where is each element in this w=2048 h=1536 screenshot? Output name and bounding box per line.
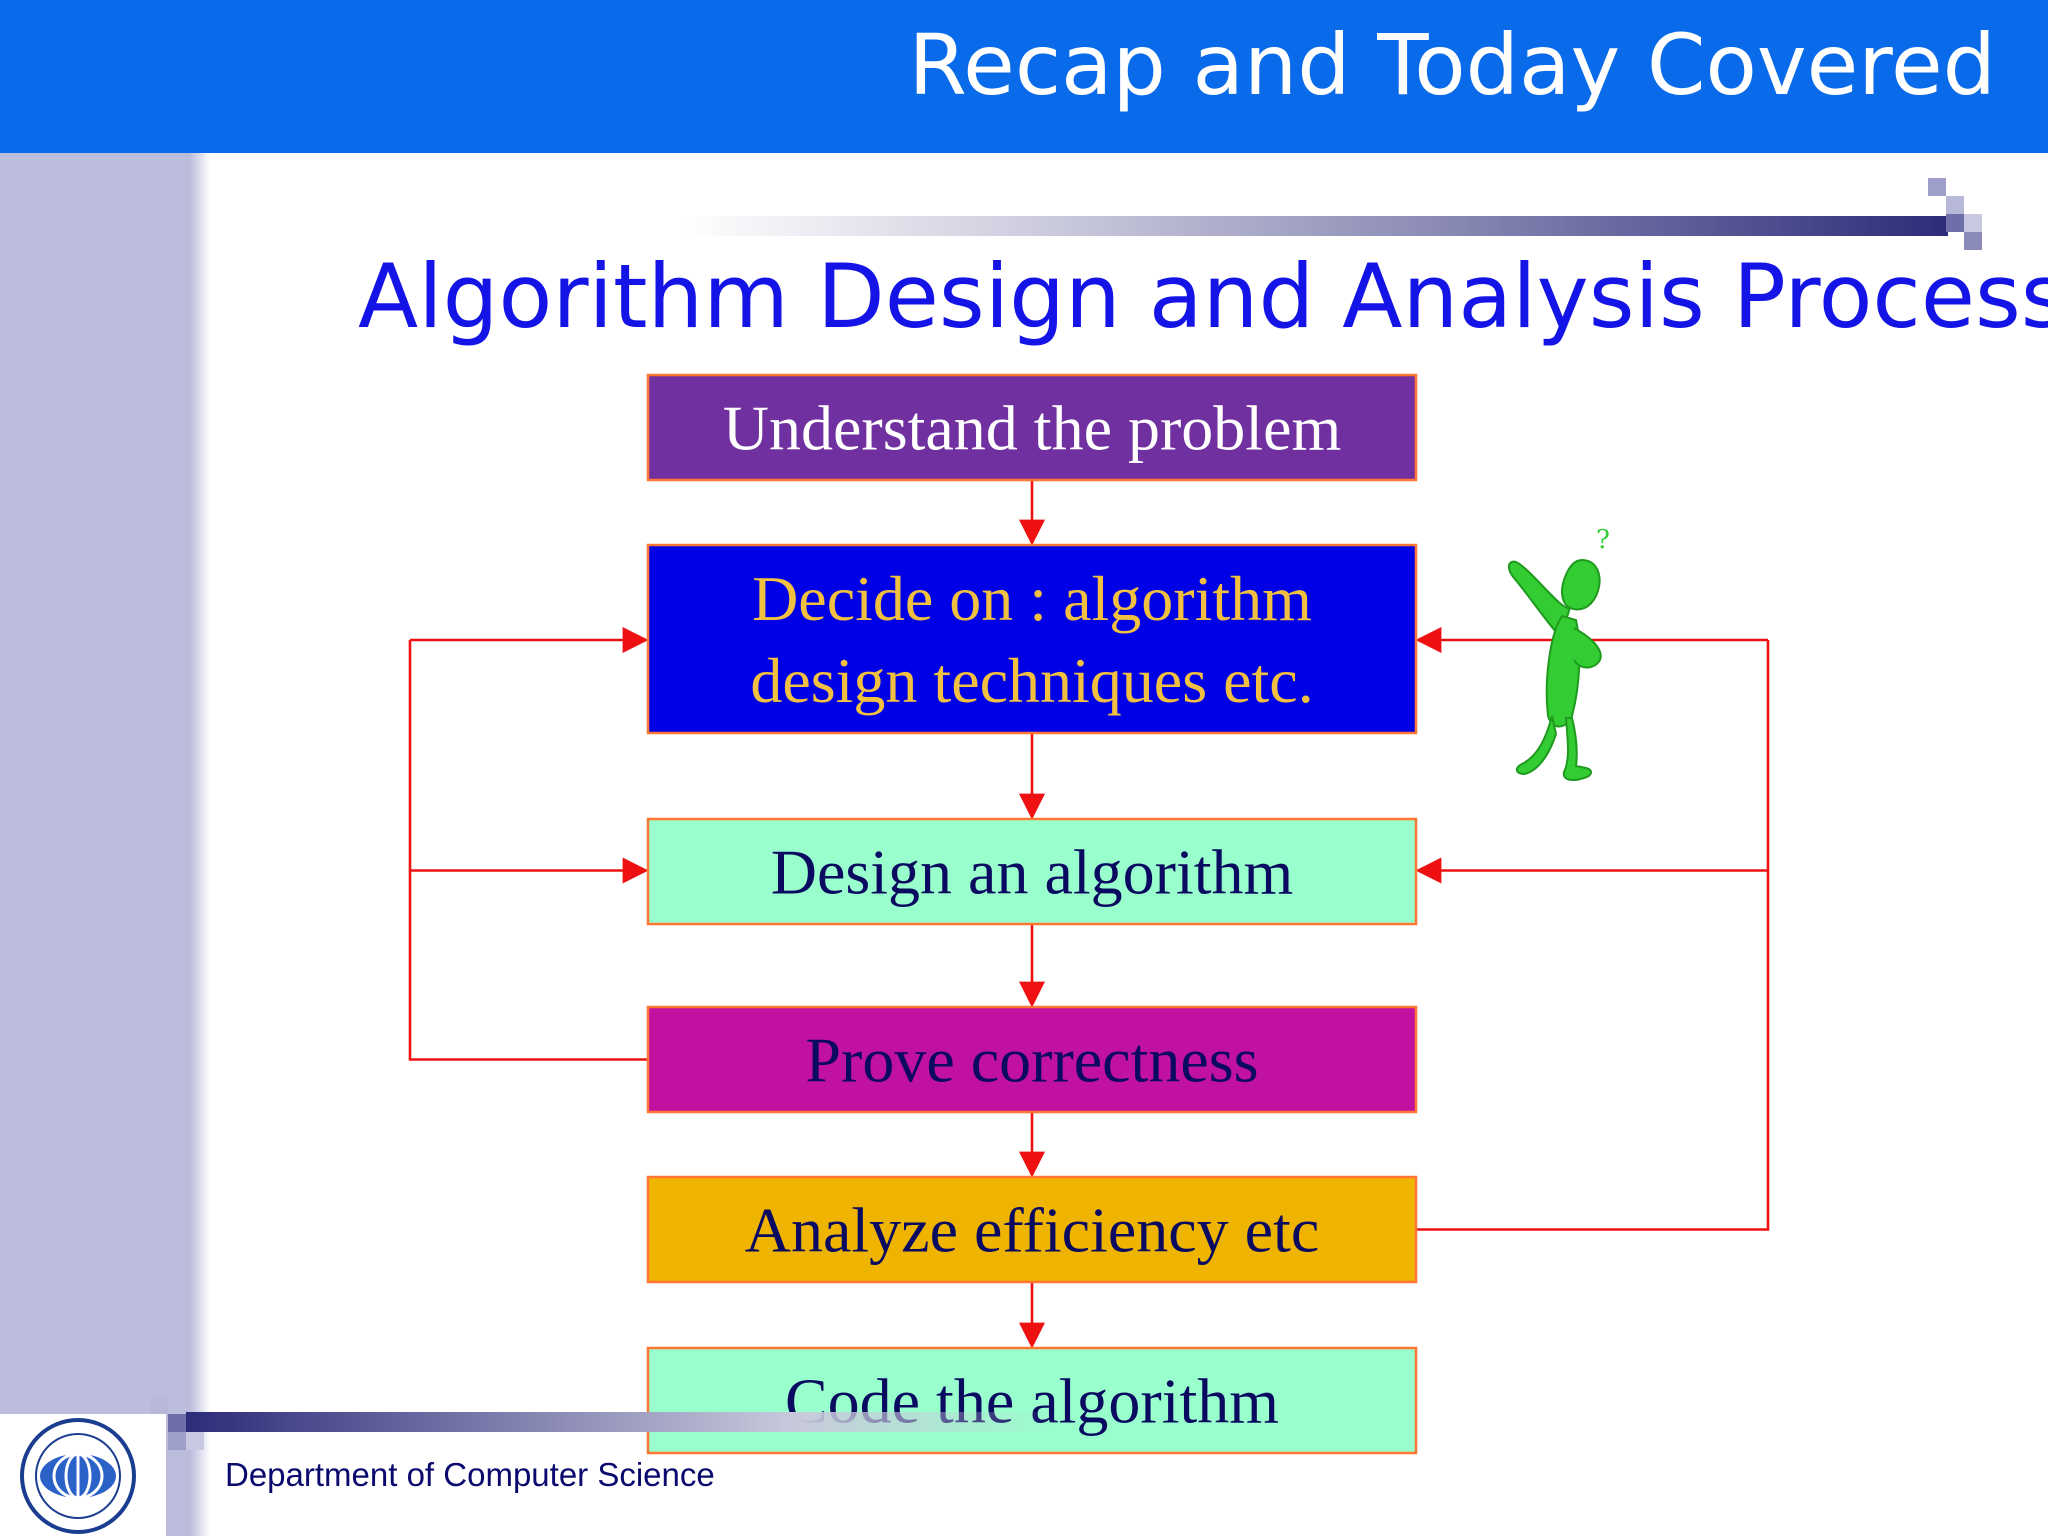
header-bar: Recap and Today Covered	[0, 0, 2048, 153]
left-loop-line	[408, 640, 648, 1061]
decor-square	[186, 1432, 204, 1450]
university-seal-icon	[0, 1414, 166, 1536]
decor-square	[1964, 232, 1982, 250]
decor-square	[1928, 178, 1946, 196]
header-title: Recap and Today Covered	[908, 16, 1996, 114]
left-sidebar-band	[0, 153, 210, 1536]
step-box-2	[646, 543, 1418, 735]
slide-title: Algorithm Design and Analysis Process	[358, 245, 2048, 348]
decor-square	[168, 1432, 186, 1450]
footer-department: Department of Computer Science	[225, 1456, 715, 1493]
step-label-1: Understand the problem	[723, 393, 1342, 464]
step-label-2-line-2: design techniques etc.	[750, 645, 1313, 716]
step-box-3	[646, 817, 1418, 926]
step-box-1	[646, 373, 1418, 482]
connectors	[408, 480, 1770, 1349]
decor-square	[1946, 214, 1964, 232]
step-label-2-line-1: Decide on : algorithm	[752, 563, 1312, 634]
thinking-figure-icon: ?	[1508, 525, 1610, 781]
decor-square	[1946, 196, 1964, 214]
bottom-decorative-rule	[186, 1412, 1056, 1432]
top-decorative-rule	[680, 216, 1948, 236]
step-label-3: Design an algorithm	[771, 837, 1294, 908]
question-mark-icon: ?	[1596, 525, 1610, 555]
decor-square	[1964, 214, 1982, 232]
step-box-5	[646, 1175, 1418, 1284]
decor-square	[168, 1414, 186, 1432]
step-label-4: Prove correctness	[805, 1025, 1258, 1096]
step-box-4	[646, 1005, 1418, 1114]
step-label-5: Analyze efficiency etc	[745, 1195, 1319, 1266]
right-loop-line	[1416, 640, 1770, 1231]
decor-square	[150, 1396, 168, 1414]
step-box-6	[646, 1346, 1418, 1455]
